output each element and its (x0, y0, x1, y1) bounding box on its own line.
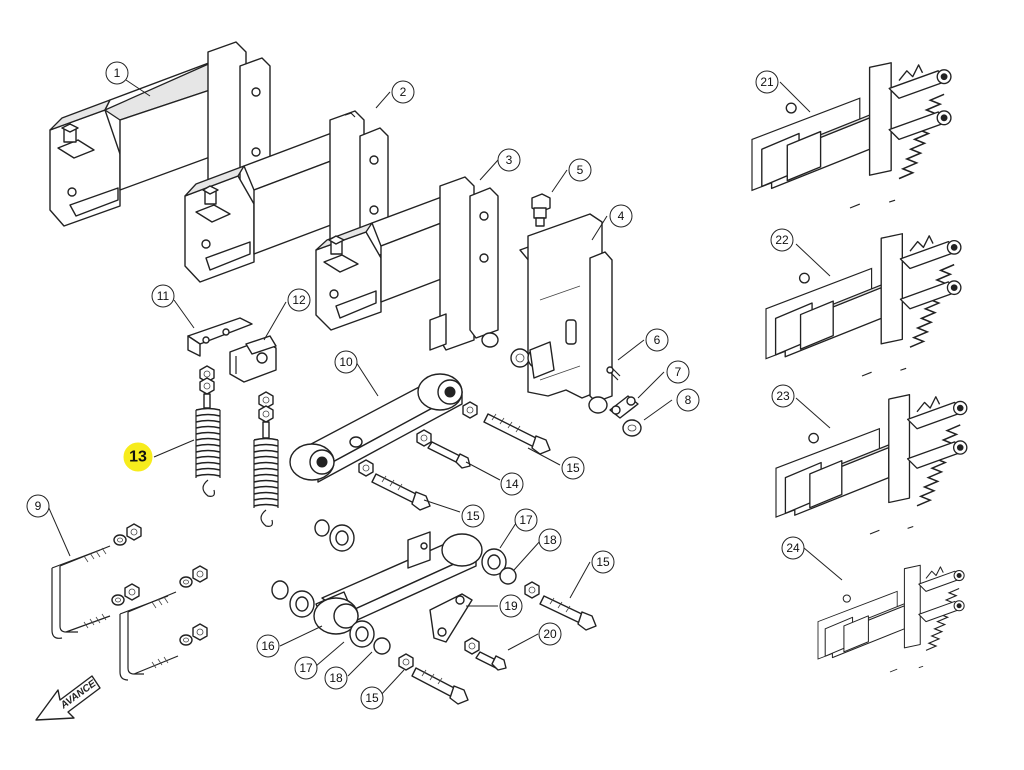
callout-number: 17 (299, 661, 313, 675)
callout-number: 9 (35, 499, 42, 513)
part-5-grease-fitting (531, 193, 551, 227)
callout-24: 24 (781, 536, 805, 560)
callout-11: 11 (151, 284, 175, 308)
callout-15c: 15 (591, 550, 615, 574)
callout-6: 6 (645, 328, 669, 352)
callout-number: 19 (504, 599, 518, 613)
leader-lines (47, 79, 843, 697)
callout-17b: 17 (294, 656, 318, 680)
part-10-upper-link (289, 373, 463, 483)
callout-number: 10 (339, 355, 353, 369)
callout-10: 10 (334, 350, 358, 374)
direction-arrow-label: AVANCE (58, 678, 99, 712)
callout-4: 4 (609, 204, 633, 228)
callout-number: 15 (566, 461, 580, 475)
part-8-washer (622, 419, 642, 437)
callout-number: 3 (506, 153, 513, 167)
assembly-21 (751, 61, 952, 209)
part-1-shank-tube (49, 41, 271, 227)
callout-12: 12 (287, 288, 311, 312)
callout-number: 23 (776, 389, 790, 403)
callout-22: 22 (770, 228, 794, 252)
part-17-bearing-upper (314, 519, 507, 576)
flat-washers (510, 341, 555, 379)
callout-1: 1 (105, 61, 129, 85)
part-14-bolt (416, 429, 471, 469)
callout-19: 19 (499, 594, 523, 618)
direction-arrow: AVANCE (35, 675, 101, 721)
callout-18a: 18 (538, 528, 562, 552)
part-15-bolt-link-right (539, 595, 597, 631)
callout-7: 7 (666, 360, 690, 384)
callout-9: 9 (26, 494, 50, 518)
callout-number: 1 (114, 66, 121, 80)
callout-number: 20 (543, 627, 557, 641)
callout-number: 24 (786, 541, 800, 555)
part-17-bearing-lower (271, 580, 375, 648)
assembly-22 (765, 232, 962, 377)
callout-number: 15 (466, 509, 480, 523)
callout-number: 18 (329, 671, 343, 685)
callout-number: 13 (129, 449, 147, 466)
callout-5: 5 (568, 158, 592, 182)
part-4-shank-bracket (519, 213, 613, 414)
part-15-bolt-lower (358, 459, 431, 511)
part-15-bolt-upper (462, 401, 551, 455)
callout-15b: 15 (461, 504, 485, 528)
part-19-link-plate (429, 593, 473, 643)
callout-number: 12 (292, 293, 306, 307)
callout-number: 2 (400, 85, 407, 99)
callout-14: 14 (500, 472, 524, 496)
callout-number: 15 (596, 555, 610, 569)
part-7-link-plate (609, 395, 639, 419)
part-12-spring-bracket (229, 335, 277, 383)
callout-number: 5 (577, 163, 584, 177)
part-15-bolt-link-bottom (411, 667, 469, 705)
callout-13: 13 (123, 442, 153, 472)
part-16-lower-link (313, 531, 483, 635)
callout-number: 22 (775, 233, 789, 247)
callout-20: 20 (538, 622, 562, 646)
callout-number: 16 (261, 639, 275, 653)
callout-18b: 18 (324, 666, 348, 690)
part-18-spacer-lower (373, 637, 414, 671)
part-9-u-bolts (51, 523, 208, 681)
callout-number: 14 (505, 477, 519, 491)
callout-16: 16 (256, 634, 280, 658)
assembly-23 (775, 393, 968, 535)
assembly-24 (817, 564, 965, 673)
callout-number: 15 (365, 691, 379, 705)
callout-number: 4 (618, 209, 625, 223)
callout-number: 6 (654, 333, 661, 347)
callout-number: 8 (685, 393, 692, 407)
callout-number: 11 (157, 289, 170, 303)
callout-2: 2 (391, 80, 415, 104)
callout-3: 3 (497, 148, 521, 172)
part-6-cotter-pin (606, 366, 621, 381)
part-2-shank-tube (184, 110, 389, 283)
callout-21: 21 (755, 70, 779, 94)
callout-8: 8 (676, 388, 700, 412)
part-13-tension-spring (195, 365, 279, 527)
callout-number: 7 (675, 365, 682, 379)
callout-number: 21 (760, 75, 774, 89)
part-11-spring-bracket (187, 317, 253, 357)
part-18-spacer-upper (499, 567, 540, 599)
part-3-shank-tube (315, 176, 499, 351)
callout-23: 23 (771, 384, 795, 408)
callout-17a: 17 (514, 508, 538, 532)
callout-number: 18 (543, 533, 557, 547)
part-20-bolt (464, 637, 507, 671)
callout-number: 17 (519, 513, 533, 527)
callout-15a: 15 (561, 456, 585, 480)
callout-15d: 15 (360, 686, 384, 710)
